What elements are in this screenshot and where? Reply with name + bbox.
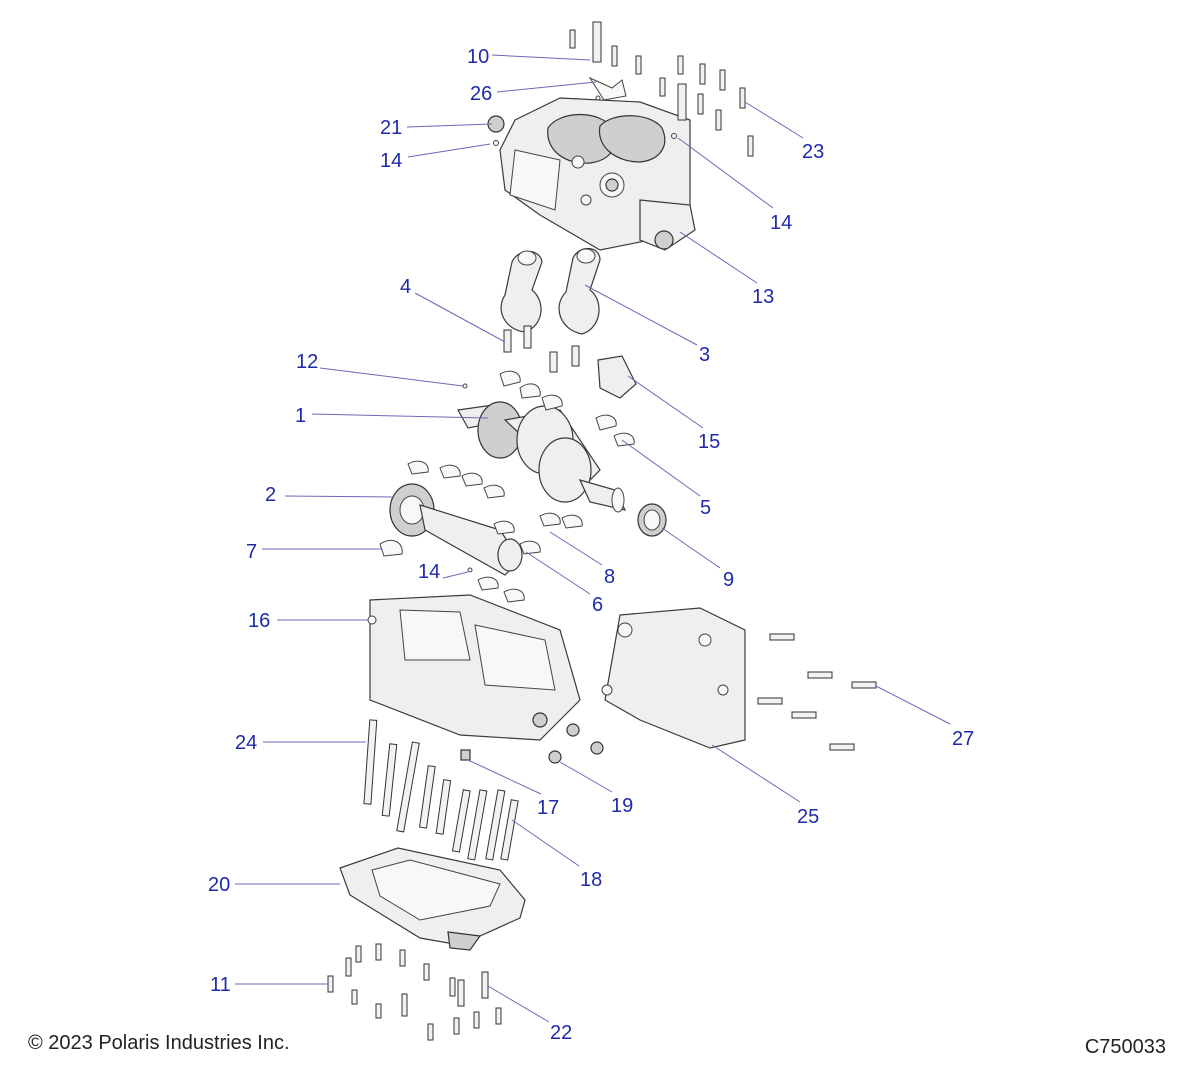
callout-20: 20 (208, 874, 230, 896)
side-housing (601, 607, 877, 751)
callout-10: 10 (467, 46, 489, 68)
long-bolts (363, 719, 519, 861)
oil-seal (637, 503, 667, 537)
callout-9: 9 (723, 569, 734, 591)
balance-shaft (379, 460, 583, 603)
lower-crankcase (367, 594, 581, 741)
copyright-notice: © 2023 Polaris Industries Inc. (28, 1032, 290, 1054)
connecting-rods (462, 247, 601, 389)
callout-5: 5 (700, 497, 711, 519)
callout-24: 24 (235, 732, 257, 754)
callout-7: 7 (246, 541, 257, 563)
crankshaft (457, 370, 635, 513)
callout-14-middle: 14 (418, 561, 440, 583)
pan-bolts (327, 943, 502, 1041)
callout-22: 22 (550, 1022, 572, 1044)
upper-crankcase (487, 97, 696, 251)
callout-21: 21 (380, 117, 402, 139)
drawing-id: C750033 (1084, 1036, 1166, 1058)
callout-8: 8 (604, 566, 615, 588)
callout-3: 3 (699, 344, 710, 366)
callout-18: 18 (580, 869, 602, 891)
callout-14-top-right: 14 (770, 212, 792, 234)
leader-lines (235, 54, 951, 1023)
callout-27: 27 (952, 728, 974, 750)
callout-6: 6 (592, 594, 603, 616)
callout-11: 11 (210, 974, 231, 996)
callout-17: 17 (537, 797, 559, 819)
callout-13: 13 (752, 286, 774, 308)
callout-12: 12 (296, 351, 318, 373)
callout-14-top-left: 14 (380, 150, 402, 172)
callout-4: 4 (400, 276, 411, 298)
thrust-washer (597, 355, 637, 399)
callout-15: 15 (698, 431, 720, 453)
callout-23: 23 (802, 141, 824, 163)
callout-16: 16 (248, 610, 270, 632)
callout-25: 25 (797, 806, 819, 828)
callout-26: 26 (470, 83, 492, 105)
callout-labels: 10 26 21 14 23 14 13 4 3 12 15 1 5 2 9 7… (208, 46, 974, 1044)
plugs (460, 723, 604, 764)
oil-pan (339, 847, 526, 951)
callout-2: 2 (265, 484, 276, 506)
callout-19: 19 (611, 795, 633, 817)
top-bolts (569, 21, 754, 157)
callout-1: 1 (295, 405, 306, 427)
